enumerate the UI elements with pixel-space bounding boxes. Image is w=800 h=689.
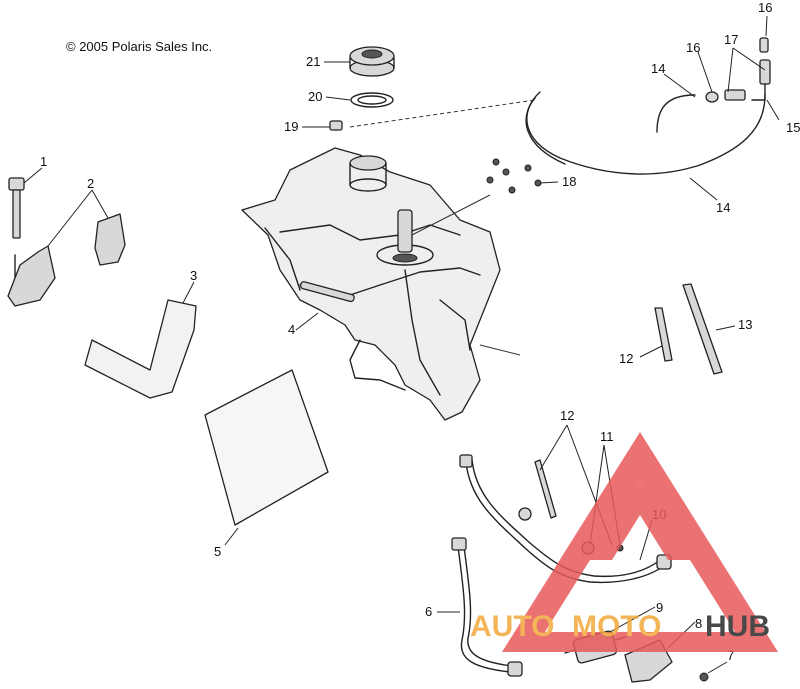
watermark-text-auto: AUTO: [470, 610, 554, 643]
callout-14-upper: 14: [651, 61, 665, 76]
vent-valve: [329, 120, 343, 131]
fuel-cap: [349, 46, 395, 77]
watermark-inner-mark: [588, 480, 692, 560]
fuel-line-6: [451, 537, 523, 677]
vent-hose-upper: [526, 91, 766, 175]
callout-21: 21: [306, 54, 320, 69]
callout-20: 20: [308, 89, 322, 104]
watermark-text-hub: HUB: [705, 610, 770, 643]
vent-hose-upper-inner: [525, 97, 566, 165]
callout-6: 6: [425, 604, 432, 619]
callout-13: 13: [738, 317, 752, 332]
copyright-text: © 2005 Polaris Sales Inc.: [66, 39, 212, 54]
screw: [699, 672, 709, 682]
callout-labels: 1 2 3 4 5 6 7 8 9 10 11 12 12 13 14 14 1…: [40, 0, 800, 663]
callout-15: 15: [786, 120, 800, 135]
callout-2: 2: [87, 176, 94, 191]
watermark-logo: AUTO MOTO HUB: [470, 432, 778, 652]
callout-3: 3: [190, 268, 197, 283]
callout-14-lower: 14: [716, 200, 730, 215]
callout-17: 17: [724, 32, 738, 47]
long-bolts: [534, 283, 723, 519]
callout-9: 9: [656, 600, 663, 615]
callout-7: 7: [727, 648, 734, 663]
hose-routing-line: [349, 99, 536, 128]
callout-11: 11: [600, 429, 614, 444]
callout-18: 18: [562, 174, 576, 189]
vent-fittings: [705, 37, 771, 103]
fuel-tank: [241, 147, 521, 421]
callout-19: 19: [284, 119, 298, 134]
callout-12-lower: 12: [560, 408, 574, 423]
watermark-text-moto: MOTO: [572, 610, 661, 643]
mounting-screws: [486, 158, 542, 194]
cap-gasket: [350, 92, 394, 108]
tank-brackets: [7, 213, 126, 307]
vent-hose-loop: [656, 94, 696, 133]
callout-12-upper: 12: [619, 351, 633, 366]
callout-4: 4: [288, 322, 295, 337]
foam-pad: [84, 299, 197, 399]
callout-8: 8: [695, 616, 702, 631]
heat-shield: [204, 369, 329, 526]
leader-lines: [23, 15, 780, 674]
callout-16-top: 16: [758, 0, 772, 15]
callout-1: 1: [40, 154, 47, 169]
callout-5: 5: [214, 544, 221, 559]
watermark-triangle: [502, 432, 778, 652]
callout-16-left: 16: [686, 40, 700, 55]
